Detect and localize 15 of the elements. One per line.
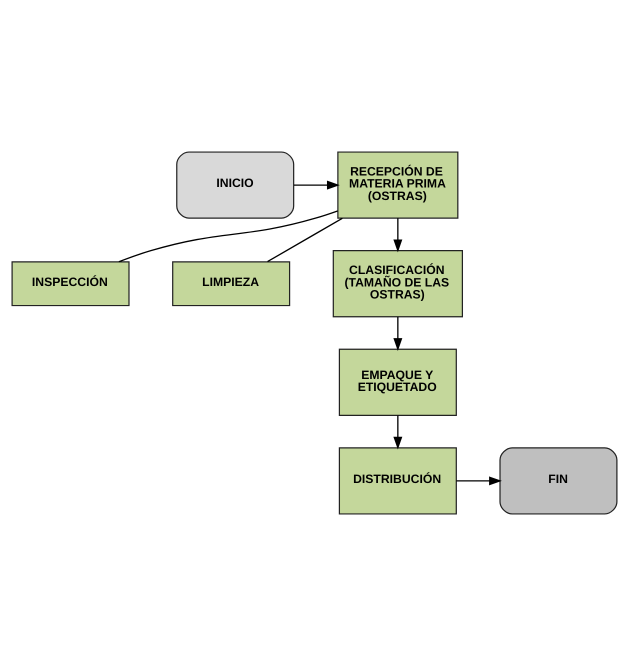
node-box: FIN	[499, 447, 618, 515]
node-box: EMPAQUE Y ETIQUETADO	[338, 348, 457, 416]
node-box: DISTRIBUCIÓN	[338, 447, 457, 515]
node-box: RECEPCIÓN DE MATERIA PRIMA (OSTRAS)	[337, 151, 458, 219]
arrow	[456, 476, 502, 486]
node-box: INICIO	[176, 151, 294, 219]
node-box: LIMPIEZA	[172, 261, 290, 306]
arrow	[393, 415, 402, 450]
arrow	[393, 218, 402, 252]
connector	[118, 210, 338, 262]
node-box: INSPECCIÓN	[11, 261, 130, 306]
connector	[267, 218, 343, 262]
arrow	[294, 180, 340, 190]
node-box: CLASIFICACIÓN (TAMAÑO DE LAS OSTRAS)	[332, 250, 463, 318]
arrow	[393, 316, 402, 351]
